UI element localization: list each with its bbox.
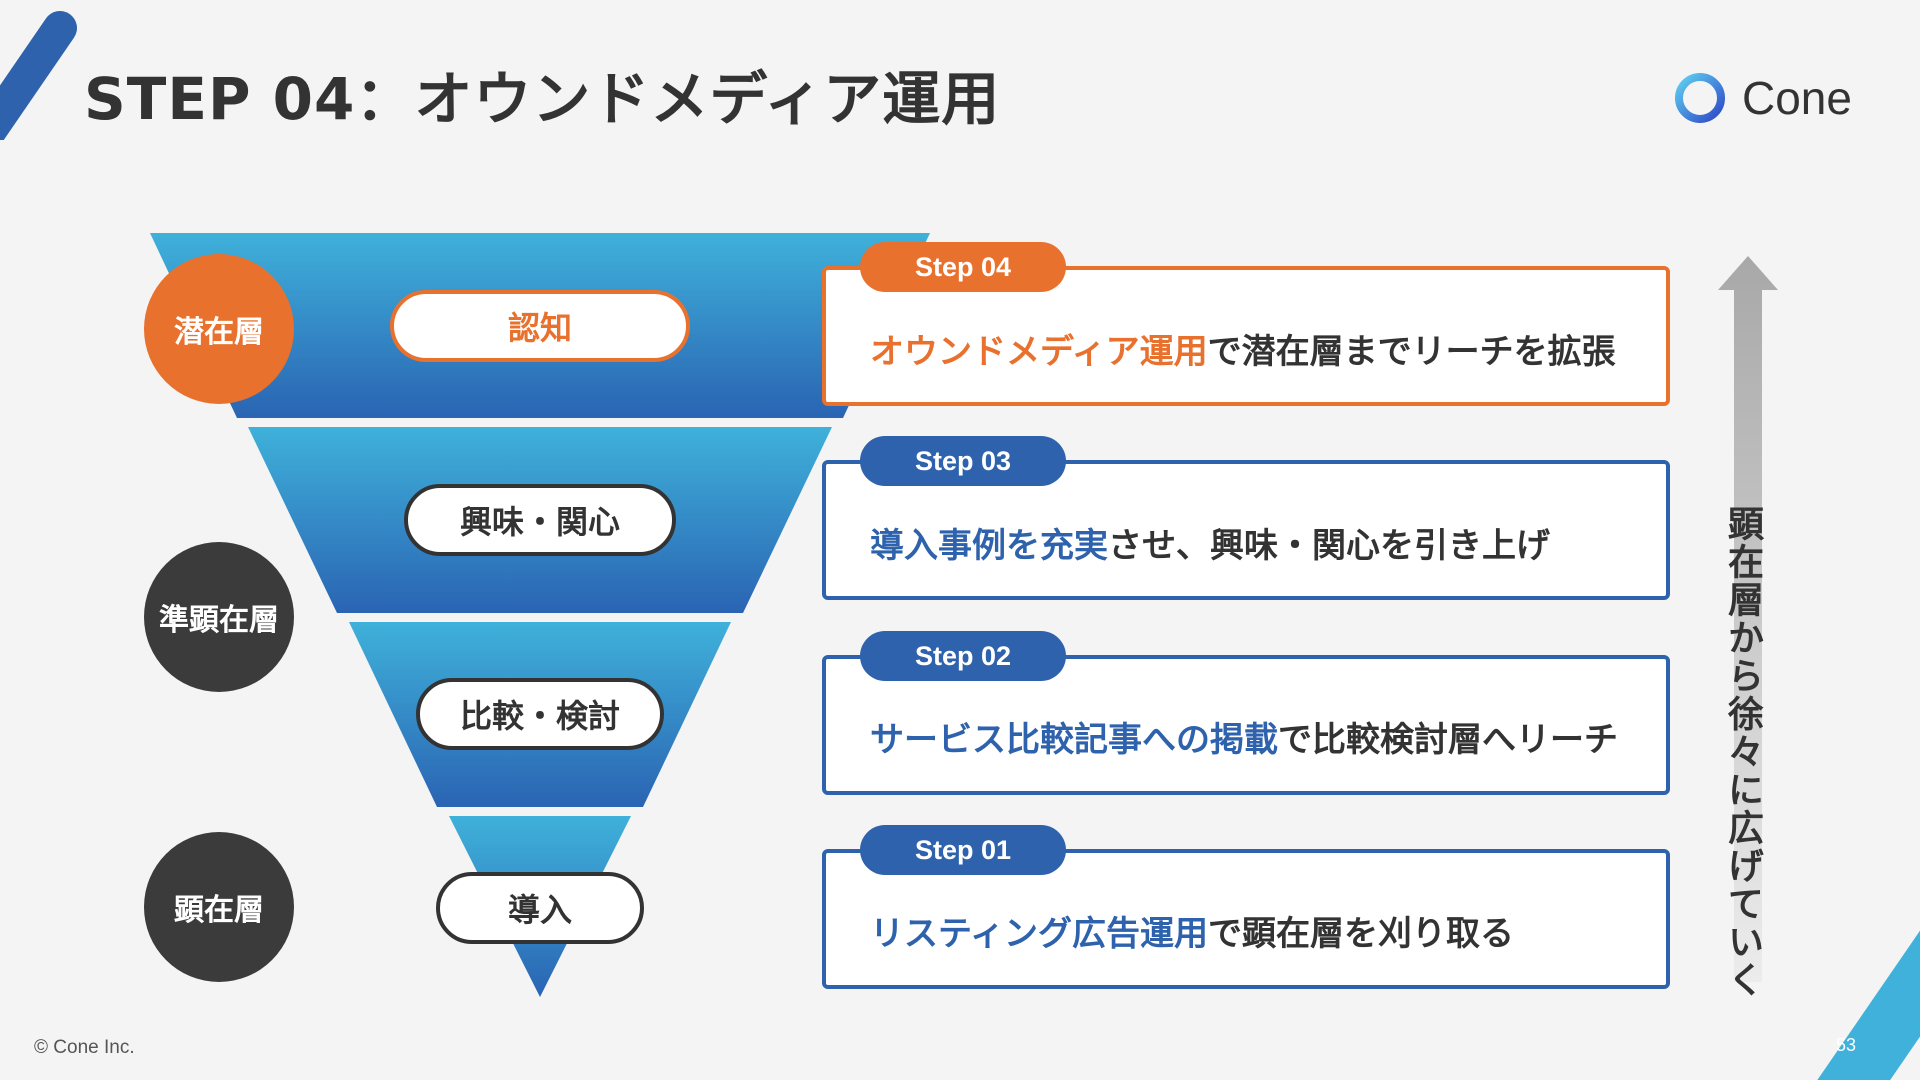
layer-circle-semi-manifest: 準顕在層 <box>144 542 294 692</box>
step-04-highlight: オウンドメディア運用 <box>870 332 1208 372</box>
step-04-tab: Step 04 <box>860 242 1066 292</box>
step-03-rest: させ、興味・関心を引き上げ <box>1108 526 1550 566</box>
arrow-caption: 顕在層から徐々に広げていく <box>1722 505 1763 999</box>
step-01-box <box>822 849 1670 989</box>
step-03-tab: Step 03 <box>860 436 1066 486</box>
funnel-stage-interest: 興味・関心 <box>404 484 676 556</box>
step-04-rest: で潜在層までリーチを拡張 <box>1207 332 1616 372</box>
step-02-tab: Step 02 <box>860 631 1066 681</box>
step-03-highlight: 導入事例を充実 <box>870 526 1108 566</box>
funnel-stage-awareness: 認知 <box>390 290 690 362</box>
step-04-text: オウンドメディア運用で潜在層までリーチを拡張 <box>870 324 1616 373</box>
cone-logo-icon <box>1675 73 1725 123</box>
brand-logo: Cone <box>1672 70 1852 126</box>
copyright-footer: © Cone Inc. <box>34 1037 135 1058</box>
step-01-text: リスティング広告運用で顕在層を刈り取る <box>870 906 1514 955</box>
step-03-box <box>822 460 1670 600</box>
step-02-text: サービス比較記事への掲載で比較検討層へリーチ <box>870 712 1618 761</box>
layer-circle-manifest: 顕在層 <box>144 832 294 982</box>
step-01-rest: で顕在層を刈り取る <box>1207 914 1514 954</box>
layer-circle-latent: 潜在層 <box>144 254 294 404</box>
funnel-stage-comparison: 比較・検討 <box>416 678 664 750</box>
step-02-highlight: サービス比較記事への掲載 <box>870 720 1278 760</box>
funnel-stage-adoption: 導入 <box>436 872 644 944</box>
upward-arrow-icon <box>1718 256 1778 982</box>
step-02-rest: で比較検討層へリーチ <box>1278 720 1618 760</box>
corner-stripe-bottom-right <box>1817 930 1920 1080</box>
step-03-text: 導入事例を充実させ、興味・関心を引き上げ <box>870 518 1550 567</box>
page-number: 53 <box>1836 1035 1857 1055</box>
brand-name: Cone <box>1742 72 1852 124</box>
page-title: STEP 04：オウンドメディア運用 <box>84 65 1001 133</box>
step-01-tab: Step 01 <box>860 825 1066 875</box>
corner-stripe-top-left <box>0 11 77 140</box>
step-01-highlight: リスティング広告運用 <box>870 914 1208 954</box>
